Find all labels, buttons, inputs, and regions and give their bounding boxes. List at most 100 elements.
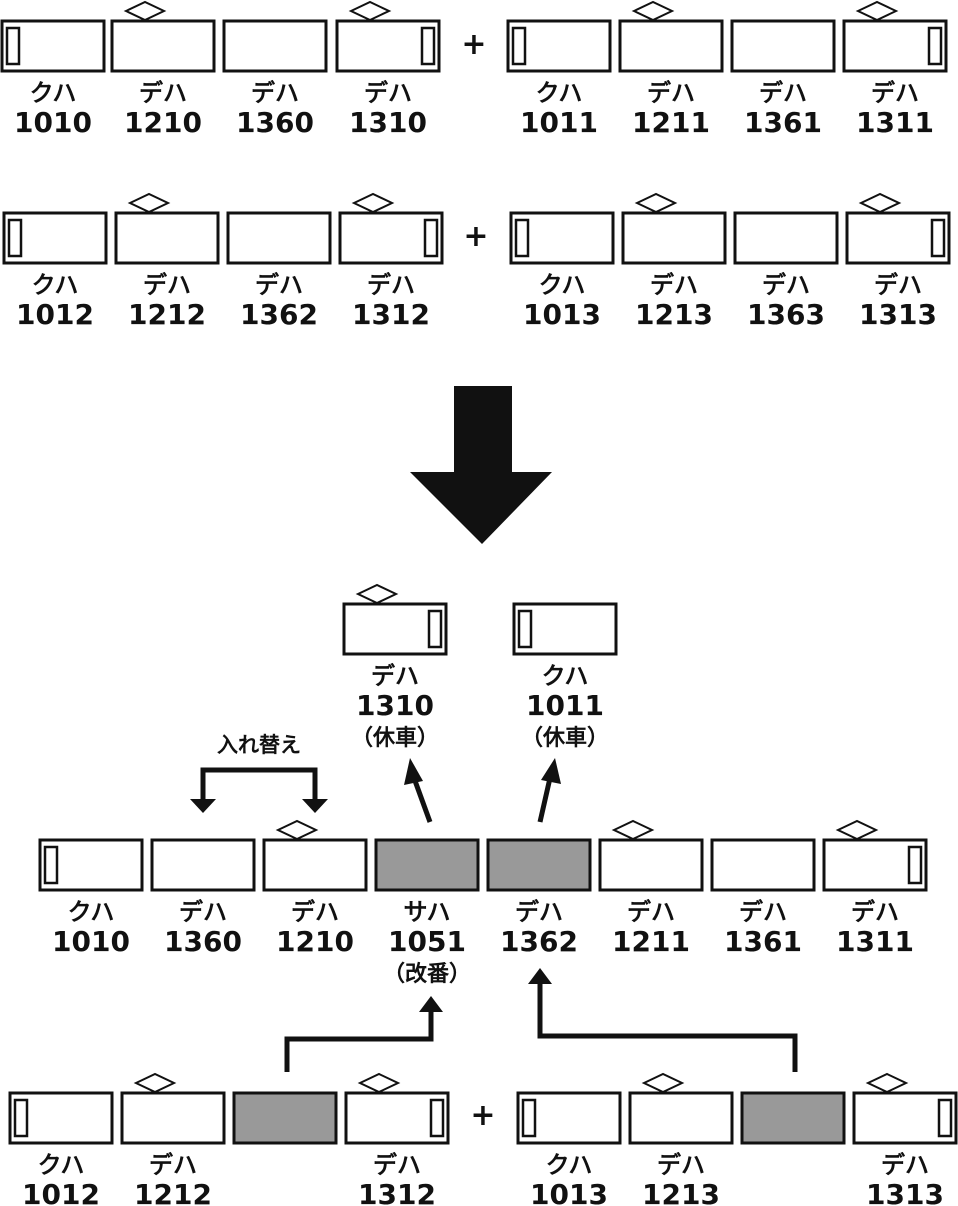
cab-window-icon: [517, 609, 533, 649]
car-body: [262, 838, 368, 892]
car-type-label: デハ: [149, 1151, 197, 1179]
new-formation-row: クハ1010デハ1360デハ1210サハ1051（改番）デハ1362デハ1211…: [38, 819, 928, 987]
car-type-label: デハ: [627, 898, 675, 926]
arrow-to-laid-up-1011: [537, 758, 561, 823]
car-body: [120, 1091, 226, 1145]
car-number-label: 1213: [642, 1178, 720, 1206]
car-number-label: 1312: [352, 298, 430, 331]
pantograph-icon: [835, 819, 879, 841]
car-type-label: デハ: [251, 79, 299, 107]
arrow-from-1362-bottom-left: [284, 996, 443, 1072]
pantograph-icon: [275, 819, 319, 841]
before-row-2: クハ1012デハ1212デハ1362デハ1312クハ1013デハ1213デハ13…: [2, 192, 951, 331]
cab-window-icon: [429, 1098, 445, 1138]
plus-sign-row-1: +: [461, 27, 486, 62]
arrow-from-1363-bottom-right: [528, 968, 798, 1072]
car-number-label: 1211: [632, 106, 710, 139]
car-body-modified: [232, 1091, 338, 1145]
car-number-label: 1212: [134, 1178, 212, 1206]
cab-window-icon: [5, 26, 21, 66]
cab-window-icon: [927, 26, 943, 66]
car-number-label: 1361: [744, 106, 822, 139]
cab-window-icon: [13, 1098, 29, 1138]
plus-sign-bottom: +: [470, 1098, 495, 1133]
car-type-label: クハ: [536, 79, 583, 107]
cab-window-icon: [423, 218, 439, 258]
car-number-label: 1311: [836, 925, 914, 958]
pantograph-icon: [357, 1072, 401, 1094]
cab-window-icon: [427, 609, 443, 649]
car-body: [598, 838, 704, 892]
car-body: [150, 838, 256, 892]
car-type-label: デハ: [650, 271, 698, 299]
car-type-label: デハ: [364, 79, 412, 107]
car-type-label: デハ: [871, 79, 919, 107]
car-number-label: 1310: [349, 106, 427, 139]
car-type-label: デハ: [762, 271, 810, 299]
car-number-label: 1211: [612, 925, 690, 958]
car-body-modified: [486, 838, 592, 892]
car-number-label: 1361: [724, 925, 802, 958]
car-type-label: クハ: [546, 1151, 593, 1179]
car-type-label: デハ: [657, 1151, 705, 1179]
swap-label: 入れ替え: [217, 733, 301, 757]
cab-window-icon: [7, 218, 23, 258]
car-type-label: クハ: [68, 898, 115, 926]
cab-window-icon: [43, 845, 59, 885]
car-number-label: 1013: [530, 1178, 608, 1206]
car-number-label: 1362: [500, 925, 578, 958]
car-body: [621, 211, 727, 265]
swap-bracket-arrow: [190, 767, 328, 813]
car-number-label: 1313: [866, 1178, 944, 1206]
car-body: [110, 19, 216, 73]
car-number-label: 1213: [635, 298, 713, 331]
car-type-label: クハ: [30, 79, 77, 107]
car-body: [618, 19, 724, 73]
cab-window-icon: [937, 1098, 953, 1138]
car-number-label: 1012: [16, 298, 94, 331]
car-number-label: 1312: [358, 1178, 436, 1206]
car-type-label: デハ: [515, 898, 563, 926]
car-number-label: 1363: [747, 298, 825, 331]
car-body: [226, 211, 332, 265]
pantograph-icon: [127, 192, 171, 214]
cab-window-icon: [420, 26, 436, 66]
car-type-label: デハ: [291, 898, 339, 926]
car-number-label: 1011: [520, 106, 598, 139]
car-number-label: 1013: [523, 298, 601, 331]
arrow-to-laid-up-1310: [404, 758, 433, 823]
car-type-label: デハ: [874, 271, 922, 299]
car-number-label: 1362: [240, 298, 318, 331]
cab-window-icon: [514, 218, 530, 258]
car-type-label: デハ: [371, 662, 419, 690]
car-type-label: デハ: [881, 1151, 929, 1179]
car-number-label: 1012: [22, 1178, 100, 1206]
before-row-1: クハ1010デハ1210デハ1360デハ1310クハ1011デハ1211デハ13…: [0, 0, 948, 139]
car-type-label: クハ: [32, 271, 79, 299]
cab-window-icon: [930, 218, 946, 258]
car-note-label: （休車）: [351, 726, 439, 751]
pantograph-icon: [348, 0, 392, 22]
